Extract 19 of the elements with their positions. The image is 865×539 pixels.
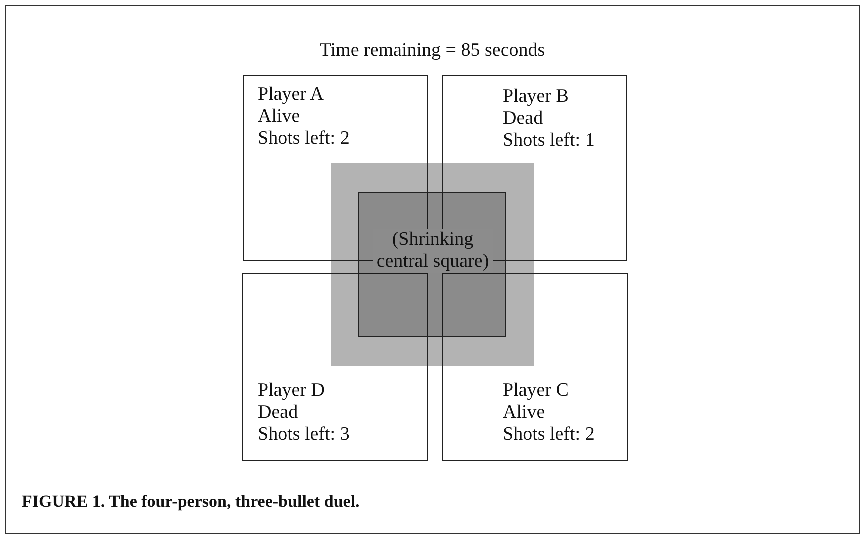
box-text-line: Shots left: 2	[503, 424, 595, 446]
box-text-line: Alive	[258, 106, 302, 128]
box-text-line: Player D	[258, 380, 326, 402]
player-box	[242, 273, 428, 461]
central-square	[358, 192, 506, 337]
box-text-line: Shots left: 3	[258, 424, 350, 446]
box-text-line: Player B	[503, 86, 570, 108]
box-text-line: Shots left: 2	[258, 128, 350, 150]
box-text-line: Dead	[258, 402, 300, 424]
outer-square	[331, 163, 534, 366]
player-box	[442, 273, 628, 461]
box-text-line: Shots left: 1	[503, 130, 595, 152]
box-text-line: Alive	[503, 402, 546, 424]
timer-text: Time remaining = 85 seconds	[318, 40, 546, 62]
box-text-line: Dead	[503, 108, 544, 130]
box-text-line: Player C	[503, 380, 570, 402]
box-text-line: Player A	[258, 84, 325, 106]
figure-caption: FIGURE 1. The four-person, three-bullet duel.	[22, 492, 360, 512]
square-label: (Shrinking central square)	[373, 229, 493, 273]
